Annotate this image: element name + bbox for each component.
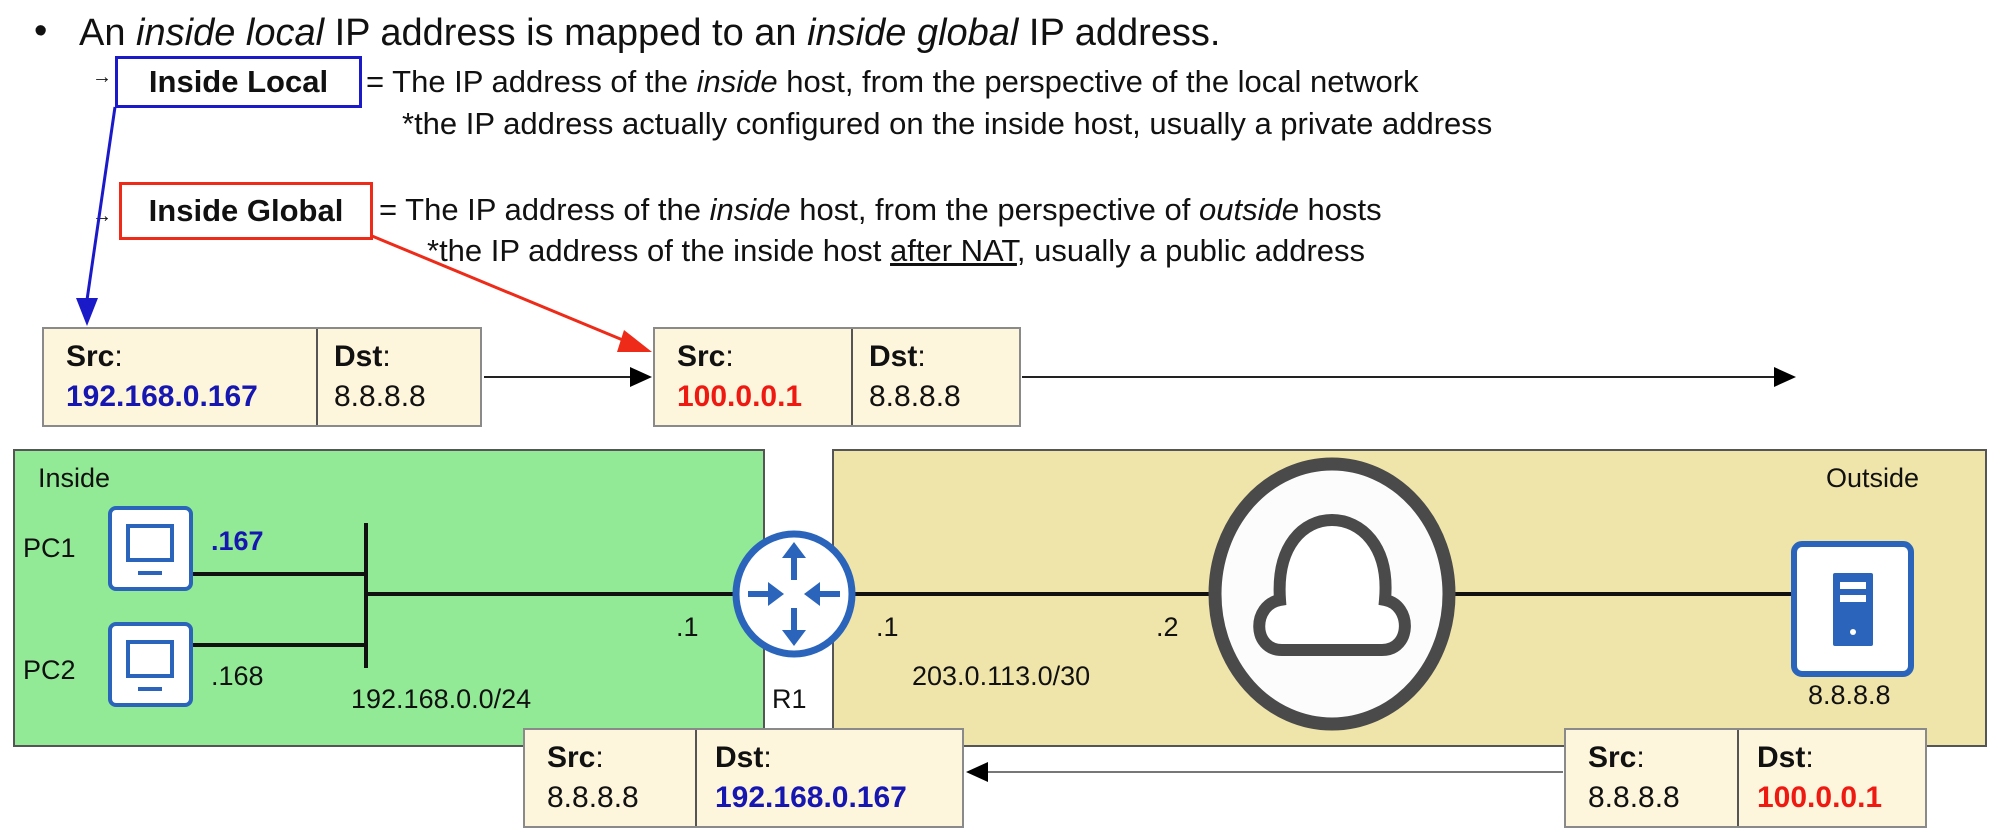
packet-src: Src:100.0.0.1 [677, 340, 803, 413]
inside-local-definition: = The IP address of the inside host, fro… [366, 64, 1419, 99]
pc2-ip: .168 [211, 661, 264, 691]
r1-outside-ip: .1 [876, 612, 899, 642]
packet-dst: Dst:8.8.8.8 [316, 329, 480, 425]
inside-local-term: Inside Local [115, 56, 362, 108]
packet-src: Src:8.8.8.8 [547, 741, 639, 814]
forward-arrow-2 [1022, 367, 1796, 387]
packet-outbound-before-nat: Src:192.168.0.167 Dst:8.8.8.8 [42, 327, 482, 427]
packet-dst: Dst:192.168.0.167 [695, 730, 962, 826]
forward-arrow-1 [484, 367, 652, 387]
inside-global-definition: = The IP address of the inside host, fro… [379, 192, 1382, 227]
lan-subnet: 192.168.0.0/24 [351, 684, 532, 714]
packet-return-after-nat: Src:8.8.8.8 Dst:192.168.0.167 [523, 728, 964, 828]
inside-global-arrow [371, 234, 652, 352]
packet-dst: Dst:8.8.8.8 [851, 329, 1019, 425]
return-arrow [966, 762, 1563, 782]
packet-dst: Dst:100.0.0.1 [1737, 730, 1925, 826]
inside-local-note: *the IP address actually configured on t… [402, 106, 1493, 141]
packet-return-before-nat: Src:8.8.8.8 Dst:100.0.0.1 [1564, 728, 1927, 828]
bullet-point: • [34, 10, 48, 52]
pc1-label: PC1 [23, 533, 76, 563]
server-ip: 8.8.8.8 [1808, 680, 1891, 710]
outside-label: Outside [1826, 463, 1920, 493]
inside-label: Inside [38, 463, 111, 493]
pc2-label: PC2 [23, 655, 76, 685]
packet-src: Src:192.168.0.167 [66, 340, 258, 413]
inside-global-note: *the IP address of the inside host after… [427, 233, 1366, 268]
r1-inside-ip: .1 [676, 612, 699, 642]
inside-global-term: Inside Global [119, 182, 373, 240]
lan-links [191, 523, 1792, 668]
router-icon [732, 530, 856, 658]
server-icon [1791, 541, 1914, 677]
packet-src: Src:8.8.8.8 [1588, 741, 1680, 814]
pc2-icon [108, 622, 193, 707]
pc1-icon [108, 506, 193, 591]
inside-local-arrow [76, 106, 117, 326]
wan-subnet: 203.0.113.0/30 [912, 661, 1091, 691]
r1-label: R1 [772, 684, 807, 714]
internet-cloud-icon [1208, 457, 1456, 731]
pc1-ip: .167 [211, 526, 264, 556]
isp-ip: .2 [1156, 612, 1179, 642]
bullet-text: An inside local IP address is mapped to … [79, 12, 1221, 54]
packet-outbound-after-nat: Src:100.0.0.1 Dst:8.8.8.8 [653, 327, 1021, 427]
arrow-bullet-icon: → [92, 66, 112, 88]
